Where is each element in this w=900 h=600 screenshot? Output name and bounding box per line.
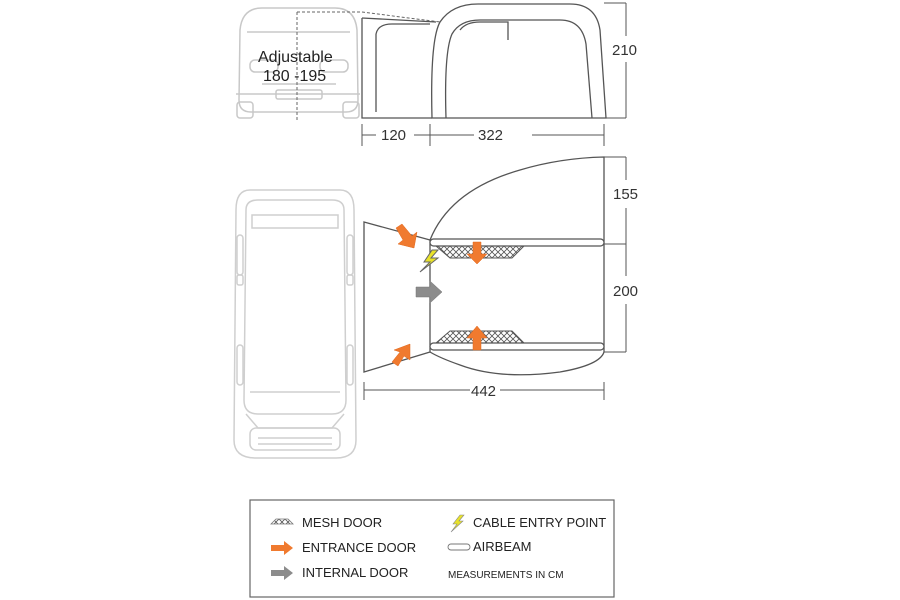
legend-measurements-note: MEASUREMENTS IN CM: [448, 570, 564, 581]
tent-footprint: [429, 156, 605, 376]
entrance-door-arrows: [391, 223, 488, 367]
airbeam-legend-icon: [447, 543, 471, 551]
van-top-outline: [233, 189, 357, 459]
entrance-door-legend-icon: [271, 541, 293, 555]
van-rear-outline: [236, 7, 360, 119]
top-view: 155 200 442: [233, 156, 638, 459]
airbeam-rear: [429, 342, 605, 351]
tent-side-profile: [431, 3, 607, 119]
legend-cable-entry-point: CABLE ENTRY POINT: [473, 515, 606, 530]
internal-door-legend-icon: [271, 566, 293, 580]
adjustable-range-label: 180 -195: [263, 68, 326, 85]
legend-airbeam: AIRBEAM: [473, 539, 532, 554]
total-width-label: 442: [471, 383, 496, 400]
mesh-door-legend-icon: [270, 518, 294, 525]
entrance-arrow-annex-bottom: [391, 343, 411, 367]
legend-box: [249, 499, 615, 598]
depth-front-label: 155: [613, 186, 638, 203]
cable-entry-legend-icon: [450, 514, 465, 533]
annex-width-label: 120: [381, 127, 406, 144]
internal-door-arrow: [415, 280, 443, 304]
legend: MESH DOOR ENTRANCE DOOR INTERNAL DOOR CA…: [249, 499, 615, 598]
annex-connection-dashed: [296, 11, 441, 120]
legend-internal-door: INTERNAL DOOR: [302, 565, 408, 580]
adjustable-label: Adjustable: [258, 49, 333, 66]
side-view: 210 120 322 Adjustable 180 -195: [236, 2, 637, 146]
depth-rear-label: 200: [613, 283, 638, 300]
entrance-arrow-up: [466, 325, 488, 351]
annex-side-profile: [361, 17, 437, 119]
legend-mesh-door: MESH DOOR: [302, 515, 382, 530]
cable-entry-bolt-icon: [419, 249, 440, 273]
width-dimension: [361, 124, 605, 146]
entrance-arrow-down: [466, 241, 488, 265]
height-label: 210: [612, 42, 637, 59]
height-dimension: [604, 2, 627, 119]
top-dimensions: [363, 156, 627, 400]
legend-entrance-door: ENTRANCE DOOR: [302, 540, 416, 555]
entrance-arrow-annex-top: [395, 223, 418, 249]
main-width-label: 322: [478, 127, 503, 144]
airbeam-front: [429, 238, 605, 247]
